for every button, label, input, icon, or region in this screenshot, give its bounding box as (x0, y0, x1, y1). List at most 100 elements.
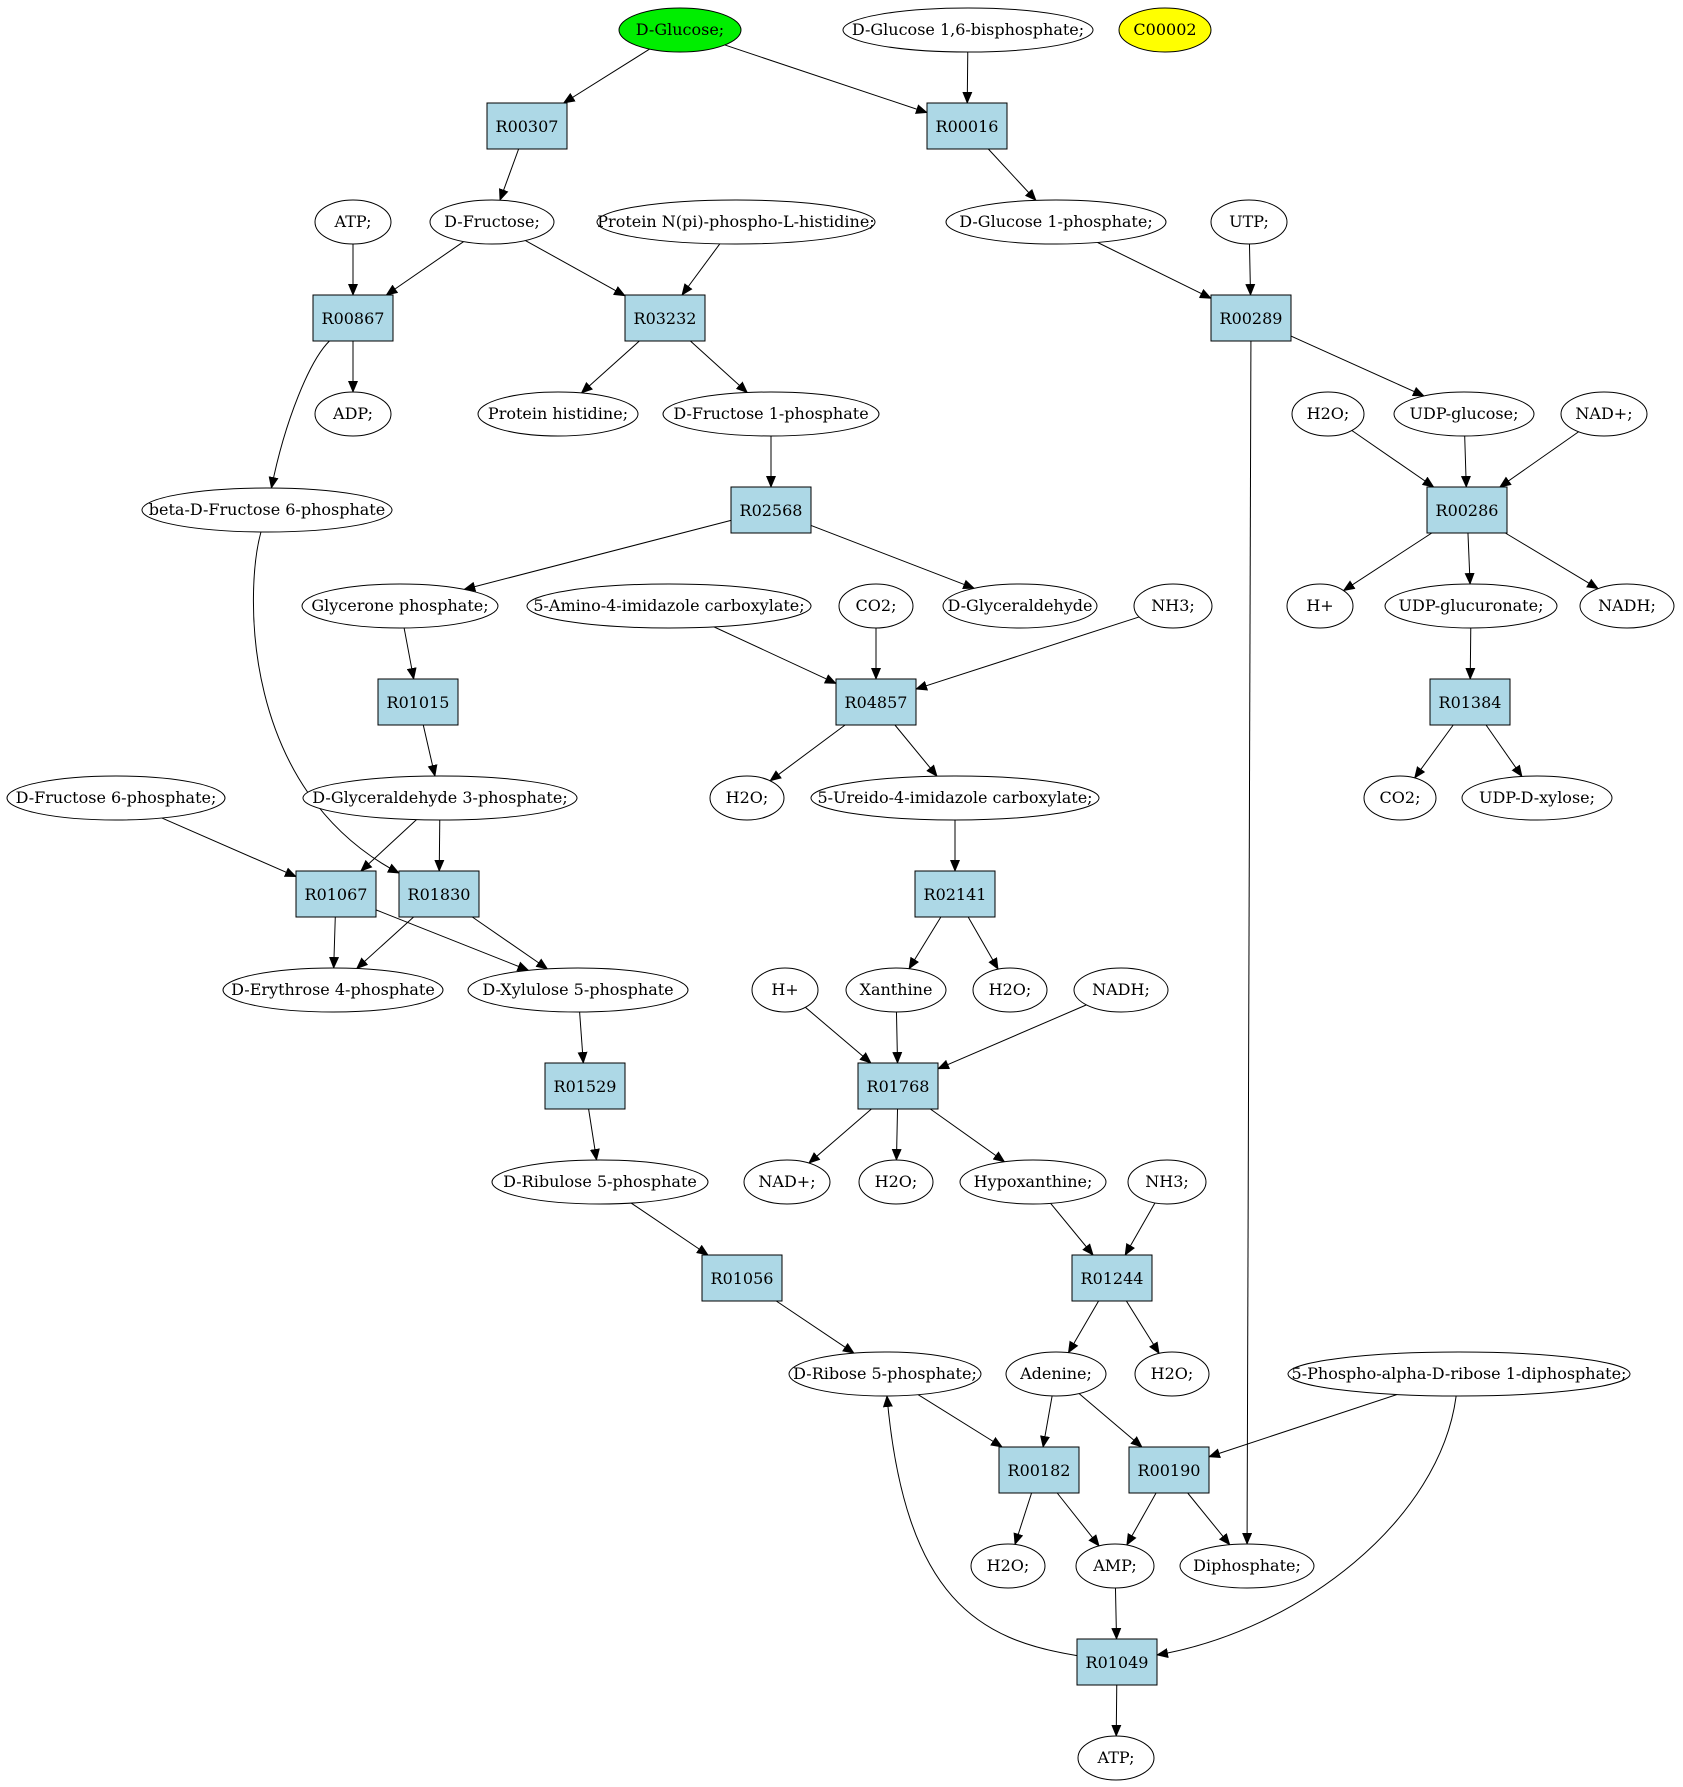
edges-layer (161, 44, 1599, 1737)
compound-node-nadh_b[interactable]: NADH; (1073, 967, 1169, 1013)
compound-node-atp1[interactable]: ATP; (314, 199, 392, 245)
compound-node-glyceraldehyde[interactable]: D-Glyceraldehyde (942, 583, 1098, 629)
compound-node-udpglc[interactable]: UDP-glucose; (1393, 391, 1535, 437)
reaction-node-r00867[interactable]: R00867 (312, 294, 394, 342)
compound-node-h2o_b[interactable]: H2O; (709, 775, 785, 821)
reaction-node-r01384[interactable]: R01384 (1429, 678, 1511, 726)
compound-shape (788, 1351, 982, 1397)
compound-label: D-Fructose 1-phosphate (673, 404, 868, 423)
compound-label: H+ (1306, 596, 1333, 615)
edge-r01049-to-atp2 (1111, 1684, 1122, 1737)
compound-shape (1461, 775, 1613, 821)
compound-node-uic[interactable]: 5-Ureido-4-imidazole carboxylate; (810, 775, 1100, 821)
edge-h2o_a-to-r00286 (1351, 430, 1435, 488)
compound-node-nadplus_a[interactable]: NAD+; (1560, 391, 1648, 437)
compound-shape (743, 1159, 831, 1205)
compound-node-nadplus_b[interactable]: NAD+; (743, 1159, 831, 1205)
compound-label: AMP; (1092, 1556, 1137, 1575)
compound-node-prpp[interactable]: 5-Phospho-alpha-D-ribose 1-diphosphate; (1287, 1351, 1631, 1397)
compound-node-xu5p[interactable]: D-Xylulose 5-phosphate (467, 967, 689, 1013)
edge-glyceronep-to-r01015 (403, 627, 417, 680)
reaction-node-r01529[interactable]: R01529 (544, 1062, 626, 1110)
reaction-node-r01056[interactable]: R01056 (701, 1254, 783, 1302)
reaction-label: R01384 (1439, 693, 1502, 712)
compound-node-udpglcur[interactable]: UDP-glucuronate; (1384, 583, 1558, 629)
edge-r02141-to-h2o_c (967, 916, 999, 971)
reaction-node-r00289[interactable]: R00289 (1210, 294, 1292, 342)
compound-node-aic[interactable]: 5-Amino-4-imidazole carboxylate; (526, 583, 812, 629)
reaction-node-r01049[interactable]: R01049 (1076, 1638, 1158, 1686)
compound-node-ru5p[interactable]: D-Ribulose 5-phosphate (491, 1159, 709, 1205)
compound-node-nh3_b[interactable]: NH3; (1127, 1159, 1207, 1205)
compound-label: UTP; (1229, 212, 1269, 231)
reaction-node-r00182[interactable]: R00182 (998, 1446, 1080, 1494)
compound-node-f6p[interactable]: D-Fructose 6-phosphate; (6, 775, 226, 821)
compound-node-g3p[interactable]: D-Glyceraldehyde 3-phosphate; (302, 775, 578, 821)
compound-node-glucose[interactable]: D-Glucose; (618, 7, 742, 53)
compound-node-fru1p[interactable]: D-Fructose 1-phosphate (662, 391, 880, 437)
reaction-node-r01244[interactable]: R01244 (1071, 1254, 1153, 1302)
compound-node-h2o_f[interactable]: H2O; (970, 1543, 1046, 1589)
compound-node-betaf6p[interactable]: beta-D-Fructose 6-phosphate (141, 487, 393, 533)
compound-node-hypoxanthine[interactable]: Hypoxanthine; (959, 1159, 1107, 1205)
compound-node-xanthine[interactable]: Xanthine (845, 967, 947, 1013)
compound-node-udpxyl[interactable]: UDP-D-xylose; (1461, 775, 1613, 821)
reaction-box (1128, 1446, 1210, 1494)
compound-node-co2_a[interactable]: CO2; (838, 583, 914, 629)
reaction-node-r01830[interactable]: R01830 (398, 870, 480, 918)
compound-node-h2o_c[interactable]: H2O; (972, 967, 1048, 1013)
compound-shape (314, 391, 392, 437)
compound-node-glc1p[interactable]: D-Glucose 1-phosphate; (945, 199, 1167, 245)
reaction-box (1429, 678, 1511, 726)
compound-node-h2o_e[interactable]: H2O; (1134, 1351, 1210, 1397)
compound-shape (810, 775, 1100, 821)
compound-label: Hypoxanthine; (974, 1172, 1093, 1191)
reaction-node-r01015[interactable]: R01015 (377, 678, 459, 726)
compound-node-adenine[interactable]: Adenine; (1005, 1351, 1107, 1397)
edge-hypoxanthine-to-r01244 (1050, 1203, 1094, 1256)
compound-label: 5-Ureido-4-imidazole carboxylate; (817, 788, 1092, 807)
compound-node-protnpi[interactable]: Protein N(pi)-phospho-L-histidine; (596, 199, 876, 245)
reaction-node-r01067[interactable]: R01067 (295, 870, 377, 918)
compound-node-amp[interactable]: AMP; (1075, 1543, 1155, 1589)
compound-node-e4p[interactable]: D-Erythrose 4-phosphate (222, 967, 444, 1013)
edge-r01768-to-nadplus_b (808, 1108, 872, 1164)
compound-label: Protein N(pi)-phospho-L-histidine; (597, 212, 874, 231)
reaction-box (857, 1062, 939, 1110)
compound-node-hplus_a[interactable]: H+ (1286, 583, 1354, 629)
compound-shape (1118, 7, 1212, 53)
compound-node-co2_b[interactable]: CO2; (1363, 775, 1437, 821)
reaction-node-r00307[interactable]: R00307 (486, 102, 568, 150)
compound-node-nh3_a[interactable]: NH3; (1133, 583, 1213, 629)
compound-node-fructose[interactable]: D-Fructose; (429, 199, 555, 245)
compound-node-utp[interactable]: UTP; (1210, 199, 1288, 245)
compound-node-glc16bp[interactable]: D-Glucose 1,6-bisphosphate; (842, 7, 1094, 53)
compound-label: ATP; (334, 212, 372, 231)
reaction-box (701, 1254, 783, 1302)
compound-node-glyceronep[interactable]: Glycerone phosphate; (301, 583, 499, 629)
reaction-node-r04857[interactable]: R04857 (835, 678, 917, 726)
reaction-node-r02568[interactable]: R02568 (730, 486, 812, 534)
compound-node-adp[interactable]: ADP; (314, 391, 392, 437)
reaction-node-r00190[interactable]: R00190 (1128, 1446, 1210, 1494)
edge-ru5p-to-r01056 (630, 1202, 709, 1256)
compound-node-hplus_b[interactable]: H+ (751, 967, 819, 1013)
reaction-node-r03232[interactable]: R03232 (624, 294, 706, 342)
compound-node-c00002[interactable]: C00002 (1118, 7, 1212, 53)
compound-node-h2o_d[interactable]: H2O; (858, 1159, 934, 1205)
compound-node-diphosphate[interactable]: Diphosphate; (1179, 1543, 1315, 1589)
reaction-node-r02141[interactable]: R02141 (914, 870, 996, 918)
edge-nh3_a-to-r04857 (915, 616, 1140, 691)
compound-node-r5p[interactable]: D-Ribose 5-phosphate; (788, 1351, 982, 1397)
compound-node-atp2[interactable]: ATP; (1077, 1735, 1155, 1781)
reaction-box (295, 870, 377, 918)
reaction-node-r01768[interactable]: R01768 (857, 1062, 939, 1110)
reaction-node-r00286[interactable]: R00286 (1426, 486, 1508, 534)
compound-node-h2o_a[interactable]: H2O; (1291, 391, 1365, 437)
compound-shape (970, 1543, 1046, 1589)
compound-node-prothis[interactable]: Protein histidine; (477, 391, 639, 437)
edge-r01830-to-xu5p (472, 916, 549, 970)
compound-shape (751, 967, 819, 1013)
compound-node-nadh_a[interactable]: NADH; (1579, 583, 1675, 629)
reaction-node-r00016[interactable]: R00016 (926, 102, 1008, 150)
